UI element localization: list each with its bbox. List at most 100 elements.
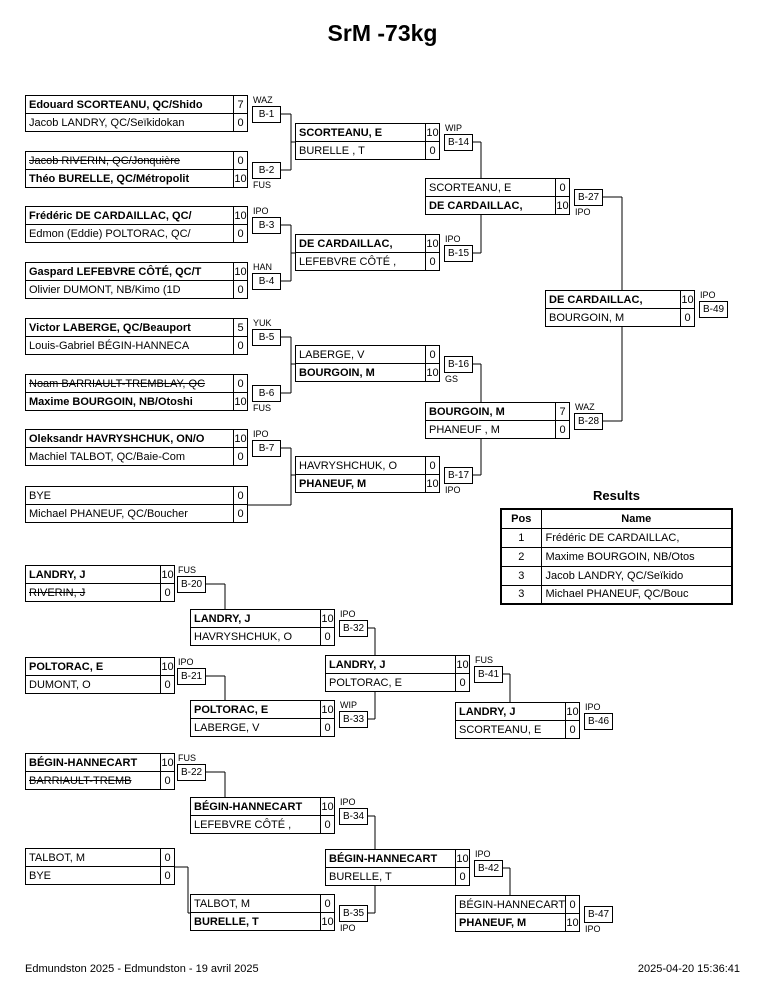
player-name: TALBOT, M xyxy=(190,894,321,913)
player-score: 7 xyxy=(555,402,570,421)
results-table: Pos Name 1 Frédéric DE CARDAILLAC, 2 Max… xyxy=(500,508,733,605)
player-score: 0 xyxy=(233,151,248,170)
player-name: Maxime BOURGOIN, NB/Otoshi xyxy=(25,392,234,411)
player-name: SCORTEANU, E xyxy=(425,178,556,197)
player-score: 10 xyxy=(233,206,248,225)
result-type-label: IPO xyxy=(340,797,356,807)
player-name: BARRIAULT-TREMB xyxy=(25,771,161,790)
player-name: Gaspard LEFEBVRE CÔTÉ, QC/T xyxy=(25,262,234,281)
player-name: POLTORAC, E xyxy=(190,700,321,719)
results-row: 3 Jacob LANDRY, QC/Seïkido xyxy=(500,565,733,586)
player-score: 0 xyxy=(425,252,440,271)
player-name: BURELLE, T xyxy=(325,867,456,886)
player-score: 0 xyxy=(455,673,470,692)
match-row: DE CARDAILLAC,10 xyxy=(295,234,440,253)
player-score: 0 xyxy=(233,224,248,243)
match-code-b20: B-20 xyxy=(177,576,206,593)
player-name: BOURGOIN, M xyxy=(545,308,681,327)
player-name: HAVRYSHCHUK, O xyxy=(295,456,426,475)
match-code-b15: B-15 xyxy=(444,245,473,262)
player-score: 0 xyxy=(233,280,248,299)
result-type-label: IPO xyxy=(585,924,601,934)
player-name: BOURGOIN, M xyxy=(425,402,556,421)
player-name: Jacob LANDRY, QC/Seïkidokan xyxy=(25,113,234,132)
match-code-b4: B-4 xyxy=(252,273,281,290)
result-type-label: WIP xyxy=(340,700,357,710)
player-name: LANDRY, J xyxy=(325,655,456,674)
player-score: 0 xyxy=(320,815,335,834)
result-type-label: WIP xyxy=(445,123,462,133)
result-name: Jacob LANDRY, QC/Seïkido xyxy=(540,565,733,586)
result-type-label: WAZ xyxy=(253,95,273,105)
player-score: 0 xyxy=(455,867,470,886)
player-name: Edouard SCORTEANU, QC/Shido xyxy=(25,95,234,114)
result-type-label: IPO xyxy=(700,290,716,300)
results-col-pos: Pos xyxy=(500,508,542,529)
player-name: LANDRY, J xyxy=(455,702,566,721)
player-score: 10 xyxy=(160,753,175,772)
player-score: 0 xyxy=(320,718,335,737)
match-code-b3: B-3 xyxy=(252,217,281,234)
player-name: BOURGOIN, M xyxy=(295,363,426,382)
player-score: 5 xyxy=(233,318,248,337)
result-type-label: IPO xyxy=(253,206,269,216)
player-name: BÉGIN-HANNECART xyxy=(25,753,161,772)
match-code-b28: B-28 xyxy=(574,413,603,430)
player-name: SCORTEANU, E xyxy=(295,123,426,142)
player-score: 0 xyxy=(160,771,175,790)
match-code-b14: B-14 xyxy=(444,134,473,151)
match-row: Edmon (Eddie) POLTORAC, QC/0 xyxy=(25,224,248,243)
player-name: LANDRY, J xyxy=(190,609,321,628)
results-title: Results xyxy=(593,488,640,503)
results-col-name: Name xyxy=(540,508,733,529)
player-name: BÉGIN-HANNECART xyxy=(325,849,456,868)
player-name: Louis-Gabriel BÉGIN-HANNECA xyxy=(25,336,234,355)
player-score: 10 xyxy=(425,123,440,142)
player-score: 0 xyxy=(233,113,248,132)
player-score: 0 xyxy=(425,141,440,160)
player-name: BYE xyxy=(25,486,234,505)
match-code-b49: B-49 xyxy=(699,301,728,318)
player-name: Machiel TALBOT, QC/Baie-Com xyxy=(25,447,234,466)
result-type-label: IPO xyxy=(445,485,461,495)
match-code-b22: B-22 xyxy=(177,764,206,781)
player-score: 10 xyxy=(320,797,335,816)
player-name: TALBOT, M xyxy=(25,848,161,867)
match-code-b1: B-1 xyxy=(252,106,281,123)
player-score: 10 xyxy=(233,429,248,448)
player-name: BURELLE , T xyxy=(295,141,426,160)
result-name: Frédéric DE CARDAILLAC, xyxy=(540,527,733,548)
result-type-label: FUS xyxy=(178,565,196,575)
connector-lines xyxy=(174,113,623,914)
player-score: 0 xyxy=(555,420,570,439)
player-score: 10 xyxy=(455,655,470,674)
match-code-b5: B-5 xyxy=(252,329,281,346)
player-score: 10 xyxy=(680,290,695,309)
